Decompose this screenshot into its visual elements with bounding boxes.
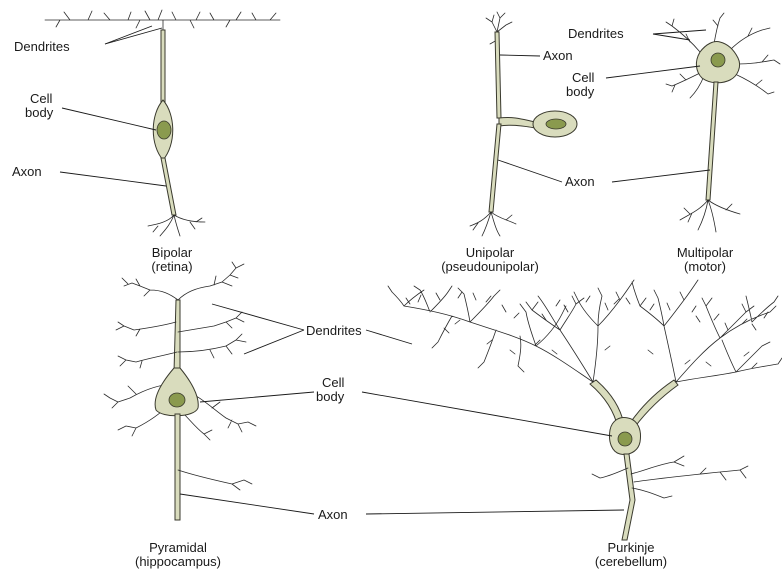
pyramidal-axon-collaterals (178, 470, 252, 490)
bipolar-dendrites-leader-1 (105, 26, 152, 44)
multipolar-body-label: body (566, 84, 595, 99)
bipolar-axon-label: Axon (12, 164, 42, 179)
pyramidal-dendrites-label: Dendrites (306, 323, 362, 338)
pyramidal-apical-dendrite (174, 300, 180, 372)
unipolar-caption-name: Unipolar (466, 245, 515, 260)
pyramidal-body-label: body (316, 389, 345, 404)
pyramidal-dendrites-leader-1 (212, 304, 304, 330)
unipolar-central-axon (489, 124, 501, 212)
pyramidal-cell-leader (200, 392, 314, 402)
unipolar-axon-top-label: Axon (543, 48, 573, 63)
multipolar-neuron: Dendrites Cell body Axon Multipolar (mot… (498, 13, 780, 274)
bipolar-dendrites (45, 10, 280, 30)
purkinje-dendrites-leader (366, 330, 412, 344)
shared-axon-leader-pyramidal (180, 494, 314, 514)
bipolar-body-label: body (25, 105, 54, 120)
pyramidal-axon (175, 414, 180, 520)
purkinje-cell-leader (362, 392, 612, 436)
pyramidal-cell-body (155, 368, 198, 416)
bipolar-caption-name: Bipolar (152, 245, 193, 260)
pyramidal-caption-name: Pyramidal (149, 540, 207, 555)
multipolar-dendrites-label: Dendrites (568, 26, 624, 41)
multipolar-cell-leader (606, 66, 700, 78)
pyramidal-nucleus (169, 393, 185, 407)
unipolar-peripheral-axon (495, 32, 501, 118)
unipolar-stem (499, 117, 535, 128)
bipolar-axon-leader (60, 172, 166, 186)
multipolar-axon-terminals (680, 200, 740, 232)
shared-axon-leader-unipolar (498, 160, 562, 182)
unipolar-axon-top-leader (500, 55, 540, 56)
multipolar-nucleus (711, 53, 725, 67)
shared-axon-leader-purkinje (366, 510, 624, 514)
purkinje-caption-location: (cerebellum) (595, 554, 667, 569)
bipolar-dendrites-leader-2 (105, 28, 162, 44)
bipolar-cell-leader (62, 108, 156, 130)
shared-axon-leader-multipolar (612, 170, 710, 182)
multipolar-dendrites-leader-2 (653, 30, 706, 34)
pyramidal-cell-label: Cell (322, 375, 345, 390)
purkinje-neuron: Purkinje (cerebellum) (362, 280, 782, 569)
bipolar-neuron: Dendrites Cell body Axon Bipolar (retina… (12, 10, 280, 274)
bipolar-dendrites-label: Dendrites (14, 39, 70, 54)
purkinje-spiny-branchlets (406, 292, 768, 368)
unipolar-nucleus (546, 119, 566, 129)
multipolar-axon (706, 82, 718, 200)
purkinje-nucleus (618, 432, 632, 446)
pyramidal-caption-location: (hippocampus) (135, 554, 221, 569)
purkinje-axon-collaterals (592, 456, 748, 498)
multipolar-cell-label: Cell (572, 70, 595, 85)
purkinje-axon (622, 454, 635, 540)
bipolar-axon (161, 158, 176, 215)
shared-top-axon-label: Axon (565, 174, 595, 189)
bipolar-axon-terminals (148, 215, 205, 236)
multipolar-dendrites-leader-1 (653, 34, 690, 40)
purkinje-primary-dendrite-2 (628, 380, 678, 428)
shared-bottom-axon-label: Axon (318, 507, 348, 522)
purkinje-caption-name: Purkinje (608, 540, 655, 555)
bipolar-nucleus (157, 121, 171, 139)
multipolar-caption-location: (motor) (684, 259, 726, 274)
bipolar-caption-location: (retina) (151, 259, 192, 274)
unipolar-central-terminals (470, 212, 516, 236)
unipolar-caption-location: (pseudounipolar) (441, 259, 539, 274)
multipolar-caption-name: Multipolar (677, 245, 734, 260)
bipolar-cell-label: Cell (30, 91, 53, 106)
unipolar-neuron: Axon Unipolar (pseudounipolar) (441, 12, 577, 274)
pyramidal-dendrites-leader-2 (244, 330, 304, 354)
